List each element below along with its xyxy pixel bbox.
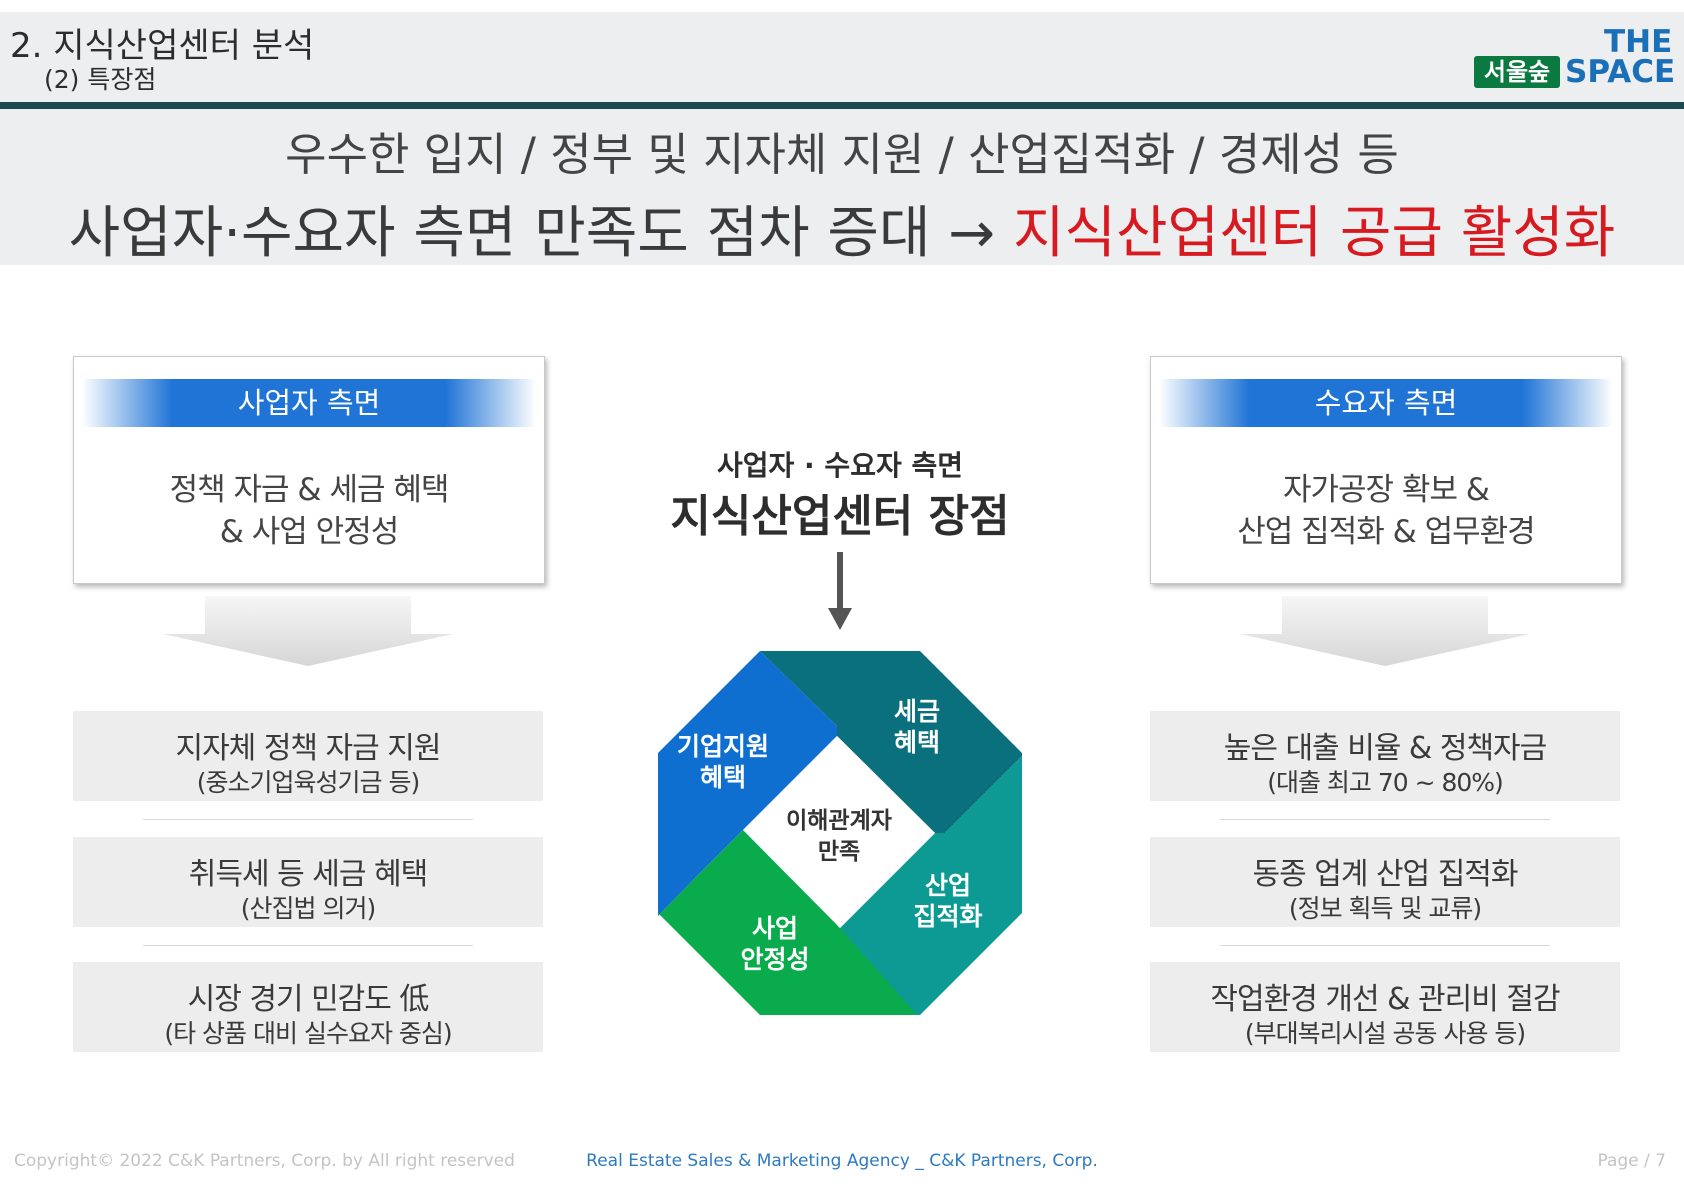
provider-item-main: 취득세 등 세금 혜택 [188,857,428,892]
consumer-item: 작업환경 개선 & 관리비 절감 (부대복리시설 공동 사용 등) [1150,962,1620,1052]
provider-summary-box: 사업자 측면 정책 자금 & 세금 혜택 & 사업 안정성 [73,356,545,584]
provider-down-arrow [163,596,453,666]
headline-prefix: 사업자·수요자 측면 만족도 점차 증대 → [68,201,996,266]
center-down-arrow [828,552,852,630]
provider-item-sub: (타 상품 대비 실수요자 중심) [164,1019,452,1048]
segment-label: 집적화 [913,902,982,931]
item-separator [1220,945,1550,946]
provider-item-main: 지자체 정책 자금 지원 [175,731,441,766]
headline-band [0,109,1684,265]
consumer-item-main: 동종 업계 산업 집적화 [1252,857,1518,892]
logo-space: SPACE [1565,54,1676,90]
footer-agency: Real Estate Sales & Marketing Agency _ C… [586,1151,1098,1171]
segment-stability-shape [658,830,917,1015]
segment-label: 안정성 [740,945,809,974]
center-title: 지식산업센터 장점 [670,491,1010,542]
segment-tax-shape [760,651,1022,833]
segment-label: 혜택 [700,763,746,792]
core-label: 이해관계자 [786,808,892,834]
consumer-item-sub: (부대복리시설 공동 사용 등) [1244,1019,1526,1048]
segment-support-shape [658,651,837,916]
consumer-summary-box: 수요자 측면 자가공장 확보 & 산업 집적화 & 업무환경 [1150,356,1622,584]
provider-summary-line: & 사업 안정성 [219,514,399,550]
logo-seoul-badge: 서울숲 [1474,56,1560,88]
consumer-item-sub: (대출 최고 70 ~ 80%) [1267,768,1504,797]
consumer-item-main: 높은 대출 비율 & 정책자금 [1223,731,1548,766]
segment-label: 세금 [894,697,940,726]
consumer-summary-line: 산업 집적화 & 업무환경 [1237,514,1535,550]
consumer-item-main: 작업환경 개선 & 관리비 절감 [1210,982,1560,1017]
segment-label: 사업 [752,914,798,943]
provider-item-sub: (중소기업육성기금 등) [196,768,420,797]
provider-item-main: 시장 경기 민감도 低 [187,982,430,1017]
item-separator [143,819,473,820]
consumer-summary-line: 자가공장 확보 & [1282,472,1490,508]
logo-the: THE [1604,24,1673,60]
headline-highlight: 지식산업센터 공급 활성화 [1013,201,1616,266]
consumer-header: 수요자 측면 [1159,379,1613,427]
provider-summary-line: 정책 자금 & 세금 혜택 [169,472,450,508]
segment-label: 기업지원 [677,732,769,761]
header-divider [0,102,1684,109]
center-subtitle: 사업자 · 수요자 측면 [717,449,963,482]
segment-cluster-shape [840,756,1022,1015]
item-separator [1220,819,1550,820]
provider-summary: 정책 자금 & 세금 혜택 & 사업 안정성 [74,469,544,553]
item-separator [143,945,473,946]
consumer-item: 동종 업계 산업 집적화 (정보 획득 및 교류) [1150,837,1620,927]
provider-item-sub: (산집법 의거) [240,894,376,923]
core-diamond [743,736,935,928]
divider-notch [304,102,316,108]
provider-item: 지자체 정책 자금 지원 (중소기업육성기금 등) [73,711,543,801]
header-band [0,12,1684,102]
consumer-down-arrow [1240,596,1530,666]
divider-notch [1456,102,1468,108]
consumer-summary: 자가공장 확보 & 산업 집적화 & 업무환경 [1151,469,1621,553]
segment-label: 혜택 [894,728,940,757]
benefit-octagon: 기업지원 혜택 세금 혜택 산업 집적화 사업 안정성 이해관계자 만족 [658,651,1022,1015]
consumer-item-sub: (정보 획득 및 교류) [1288,894,1482,923]
provider-item: 시장 경기 민감도 低 (타 상품 대비 실수요자 중심) [73,962,543,1052]
core-label: 만족 [818,839,860,865]
section-title: 2. 지식산업센터 분석 [10,26,315,66]
headline-keywords: 우수한 입지 / 정부 및 지자체 지원 / 산업집적화 / 경제성 등 [285,128,1399,181]
consumer-item: 높은 대출 비율 & 정책자금 (대출 최고 70 ~ 80%) [1150,711,1620,801]
section-subtitle: (2) 특장점 [44,65,157,94]
provider-item: 취득세 등 세금 혜택 (산집법 의거) [73,837,543,927]
headline-main: 사업자·수요자 측면 만족도 점차 증대 → 지식산업센터 공급 활성화 [0,188,1684,269]
footer-page: Page / 7 [1597,1151,1666,1171]
footer-copyright: Copyright© 2022 C&K Partners, Corp. by A… [14,1151,515,1171]
provider-header: 사업자 측면 [82,379,536,427]
segment-label: 산업 [925,871,971,900]
